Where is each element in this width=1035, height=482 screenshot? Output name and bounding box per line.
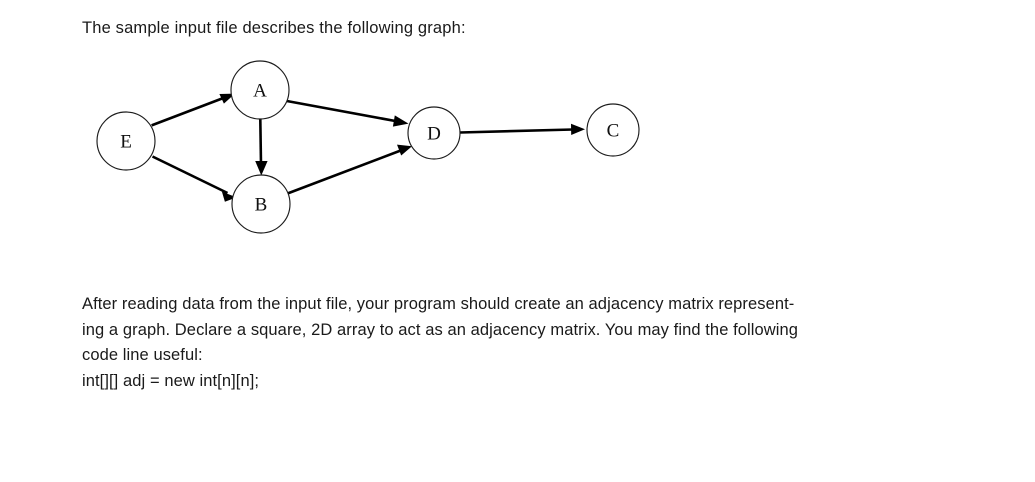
graph-node-B[interactable]: B [231,174,291,234]
body-line-2: ing a graph. Declare a square, 2D array … [82,320,799,339]
graph-svg: E A B D C [96,60,640,234]
graph-node-C[interactable]: C [586,103,640,157]
node-B-circle[interactable] [231,174,291,234]
edge-A-D-arrowhead [392,115,409,127]
graph-figure: E A B D C [80,52,680,252]
edge-A-D-line [286,99,399,123]
edge-A-B [255,118,268,176]
node-D-label: D [427,124,441,145]
edge-B-D-line [287,148,403,195]
node-C-circle[interactable] [586,103,640,157]
graph-node-D[interactable]: D [407,106,461,160]
edge-A-B-line [259,118,263,165]
node-C-label: C [607,121,620,142]
graph-node-A[interactable]: A [230,60,290,120]
edge-D-C-line [459,128,574,134]
node-B-label: B [255,195,268,216]
edge-E-B-arrowhead [221,191,237,202]
body-paragraph-block: After reading data from the input file, … [82,292,987,394]
edge-E-B-line [151,155,229,195]
node-E-circle[interactable] [96,111,156,171]
edge-A-B-arrowhead [255,161,268,176]
node-D-circle[interactable] [407,106,461,160]
body-line-1: After reading data from the input file, … [82,295,795,313]
code-snippet-line: int[][] adj = new int[n][n]; [82,371,260,390]
body-line-3: code line useful: [82,346,203,364]
edge-B-D-arrowhead [397,144,412,156]
node-E-label: E [120,132,132,153]
edge-D-C [459,123,585,135]
edge-E-B [151,155,237,202]
edge-A-D [286,99,409,127]
graph-node-E[interactable]: E [96,111,156,171]
edge-E-A-line [151,95,227,127]
node-A-circle[interactable] [230,60,290,120]
intro-paragraph: The sample input file describes the foll… [82,19,466,37]
edge-D-C-arrowhead [571,123,585,135]
edge-B-D [287,144,412,195]
edge-E-A [151,93,235,127]
node-A-label: A [253,81,267,102]
